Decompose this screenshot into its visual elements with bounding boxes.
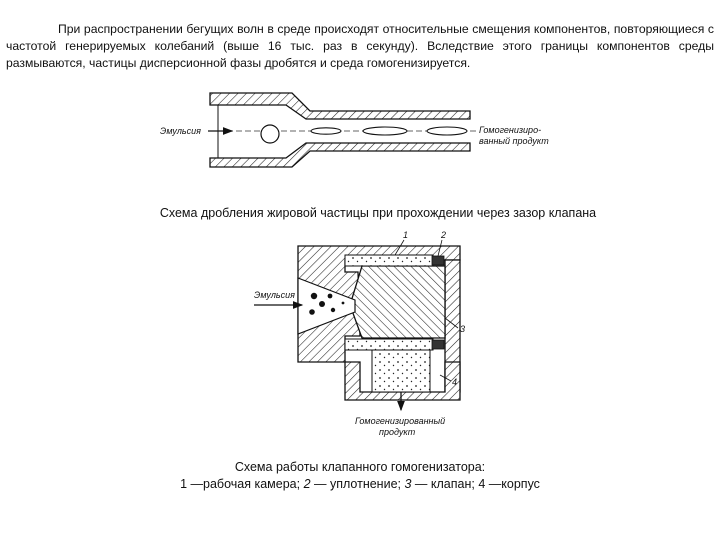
working-chamber-top [344, 254, 434, 267]
seal-bottom [431, 339, 445, 350]
figure-valve-gap-diagram: Эмульсия Гомогенизиро- ванный продукт [160, 92, 549, 168]
legend-num-4: 4 [478, 477, 486, 491]
droplet-stretched [362, 126, 408, 136]
callout-1: 1 [403, 230, 408, 240]
working-chamber-bottom [344, 338, 434, 351]
callout-2: 2 [440, 230, 446, 240]
outlet-label-line1: Гомогенизиро- [479, 125, 541, 135]
fat-droplet [260, 124, 280, 144]
legend-num-2: 2 [303, 477, 311, 491]
legend-num-3: 3 [404, 477, 412, 491]
outlet-label-line2: ванный продукт [479, 136, 549, 146]
legend-text-3: — клапан; [414, 477, 475, 491]
inlet-label: Эмульсия [160, 126, 201, 136]
outlet-channel [371, 349, 431, 393]
inlet-cone [297, 277, 356, 335]
callout-4: 4 [452, 377, 457, 387]
callout-3: 3 [460, 324, 465, 334]
figure2-caption: Схема работы клапанного гомогенизатора: … [0, 459, 720, 493]
seal [431, 255, 445, 266]
figure2-caption-title: Схема работы клапанного гомогенизатора: [234, 460, 486, 474]
droplet-stretched [310, 127, 342, 135]
housing-left [297, 245, 461, 363]
droplet-stretched [426, 126, 468, 136]
legend-text-1: —рабочая камера; [190, 477, 301, 491]
inlet-label: Эмульсия [254, 290, 295, 300]
body-paragraph: При распространении бегущих волн в среде… [6, 22, 714, 70]
figure2-legend: 1 —рабочая камера; 2 — уплотнение; 3 — к… [0, 476, 720, 493]
legend-text-4: —корпус [488, 477, 540, 491]
legend-num-1: 1 [180, 477, 188, 491]
valve-part [349, 265, 446, 339]
figure1-caption: Схема дробления жировой частицы при прох… [159, 206, 597, 220]
pipe-bottom-wall [209, 142, 471, 168]
figure-valve-homogenizer: Эмульсия Гомогенизированный продукт 1 2 … [254, 230, 465, 437]
outlet-label-line1: Гомогенизированный [355, 416, 445, 426]
legend-text-2: — уплотнение; [314, 477, 401, 491]
pipe-top-wall [209, 92, 471, 120]
outlet-label-line2: продукт [379, 427, 416, 437]
